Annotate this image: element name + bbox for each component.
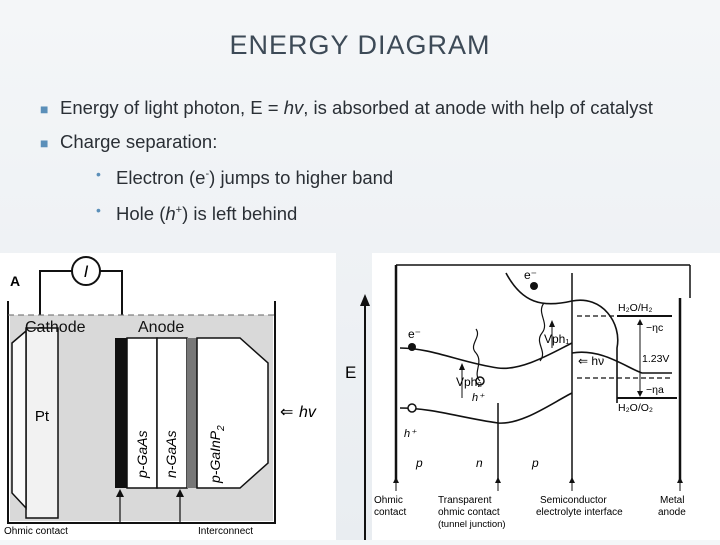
pt-cathode [25,327,59,519]
up-arrow-icon [360,294,370,306]
panel-letter: A [10,273,20,289]
light-hv-label: hv [299,404,317,421]
energy-axis-label: E [345,363,356,382]
hv-light-label: ⇐ hν [578,354,604,368]
layer-n-gaas-label: n-GaAs [163,431,179,478]
electron-mid-label: e⁻ [408,327,421,341]
sub-hole-post: ) is left behind [182,203,298,225]
layer-p-gaas-label: p-GaAs [134,431,150,479]
ammeter-symbol: I [84,262,89,281]
ohmic-contact-label: Ohmic contact [4,526,68,537]
cell-schematic-svg: I A Pt p-GaAs n-GaAs p-GaInP2 ⇐ hv Ohmic… [4,256,317,537]
energy-axis-svg: E [345,294,370,540]
band-diagram-figure: e⁻ e⁻ Vph₁ Vph₂ ⇐ hν H₂O/H₂ −ηc 1.23V −η… [372,253,720,540]
sub-electron-post: ) jumps to higher band [209,167,394,189]
valence-band-1 [399,392,573,424]
tank-outline [7,301,276,524]
bullet-energy-post: , is absorbed at anode with help of cata… [303,97,653,118]
h2o-o2-label: H₂O/O₂ [618,402,653,414]
layer-p-gainp-label: p-GaInP2 [207,425,227,484]
transparent-label-1: Transparent [438,495,492,506]
cathode-label: Cathode [25,319,86,336]
interconnect-layer [187,338,197,488]
p-region-left: p [415,456,423,470]
bullet-charge: ■ Charge separation: • Electron (e-) jum… [40,129,690,227]
pt-label: Pt [35,408,50,425]
metal-label-1: Metal [660,495,684,506]
metal-label-2: anode [658,507,686,518]
sub-hole-h: h [165,203,176,225]
square-bullet-icon: ■ [40,101,49,117]
anode-label: Anode [138,319,185,336]
ohmic-label-1: Ohmic [374,495,403,506]
bullet-energy: ■ Energy of light photon, E = hv, is abs… [40,95,690,121]
sub-bullet-hole: • Hole (h+) is left behind [60,197,690,227]
eta-c-label: −ηc [646,322,663,334]
bullet-energy-pre: Energy of light photon, E = [60,97,284,118]
bullet-energy-hv: hv [283,97,304,118]
dot-bullet-icon: • [96,202,101,219]
eta-a-label: −ηa [646,384,664,396]
electron-dot [408,343,416,351]
bullet-charge-text: Charge separation: [60,131,218,152]
electron-dot [530,282,538,290]
h2o-h2-label: H₂O/H₂ [618,302,652,314]
dot-bullet-icon: • [96,166,101,182]
layer-p-gainp2 [196,337,269,489]
bullet-list: ■ Energy of light photon, E = hv, is abs… [40,95,690,235]
energy-axis: E [340,292,372,540]
sub-electron-pre: Electron (e [116,167,206,189]
hole-label-1: h⁺ [472,392,485,404]
transparent-label-3: (tunnel junction) [438,519,506,530]
hole-dot [407,403,417,413]
vph2-label: Vph₂ [456,375,482,389]
light-arrow-icon: ⇐ [280,404,293,421]
semiconductor-label-1: Semiconductor [540,495,607,506]
conduction-band-1 [399,342,573,370]
sub-hole-pre: Hole ( [116,203,166,225]
p-region-right: p [531,456,539,470]
electron-top-label: e⁻ [524,268,537,282]
sub-bullet-electron: • Electron (e-) jumps to higher band [60,161,690,191]
sub-electron-sup: - [205,168,210,180]
vph1-label: Vph₁ [544,332,569,346]
valence-band-2 [571,351,672,374]
hole-label-2: h⁺ [404,428,417,440]
n-region: n [476,456,483,470]
ohmic-label-2: contact [374,507,406,518]
v123-label: 1.23V [642,353,669,365]
cell-schematic-figure: I A Pt p-GaAs n-GaAs p-GaInP2 ⇐ hv Ohmic… [0,253,336,540]
transparent-label-2: ohmic contact [438,507,500,518]
layer-n-gaas [156,337,188,489]
semiconductor-label-2: electrolyte interface [536,507,623,518]
conduction-band-2 [505,272,619,403]
back-contact [115,338,127,488]
interconnect-label: Interconnect [198,526,253,537]
square-bullet-icon: ■ [40,135,49,151]
ammeter-icon [71,256,101,286]
band-diagram-svg: e⁻ e⁻ Vph₁ Vph₂ ⇐ hν H₂O/H₂ −ηc 1.23V −η… [374,264,691,530]
slide-title: ENERGY DIAGRAM [229,30,491,60]
sub-hole-sup: + [175,204,183,217]
